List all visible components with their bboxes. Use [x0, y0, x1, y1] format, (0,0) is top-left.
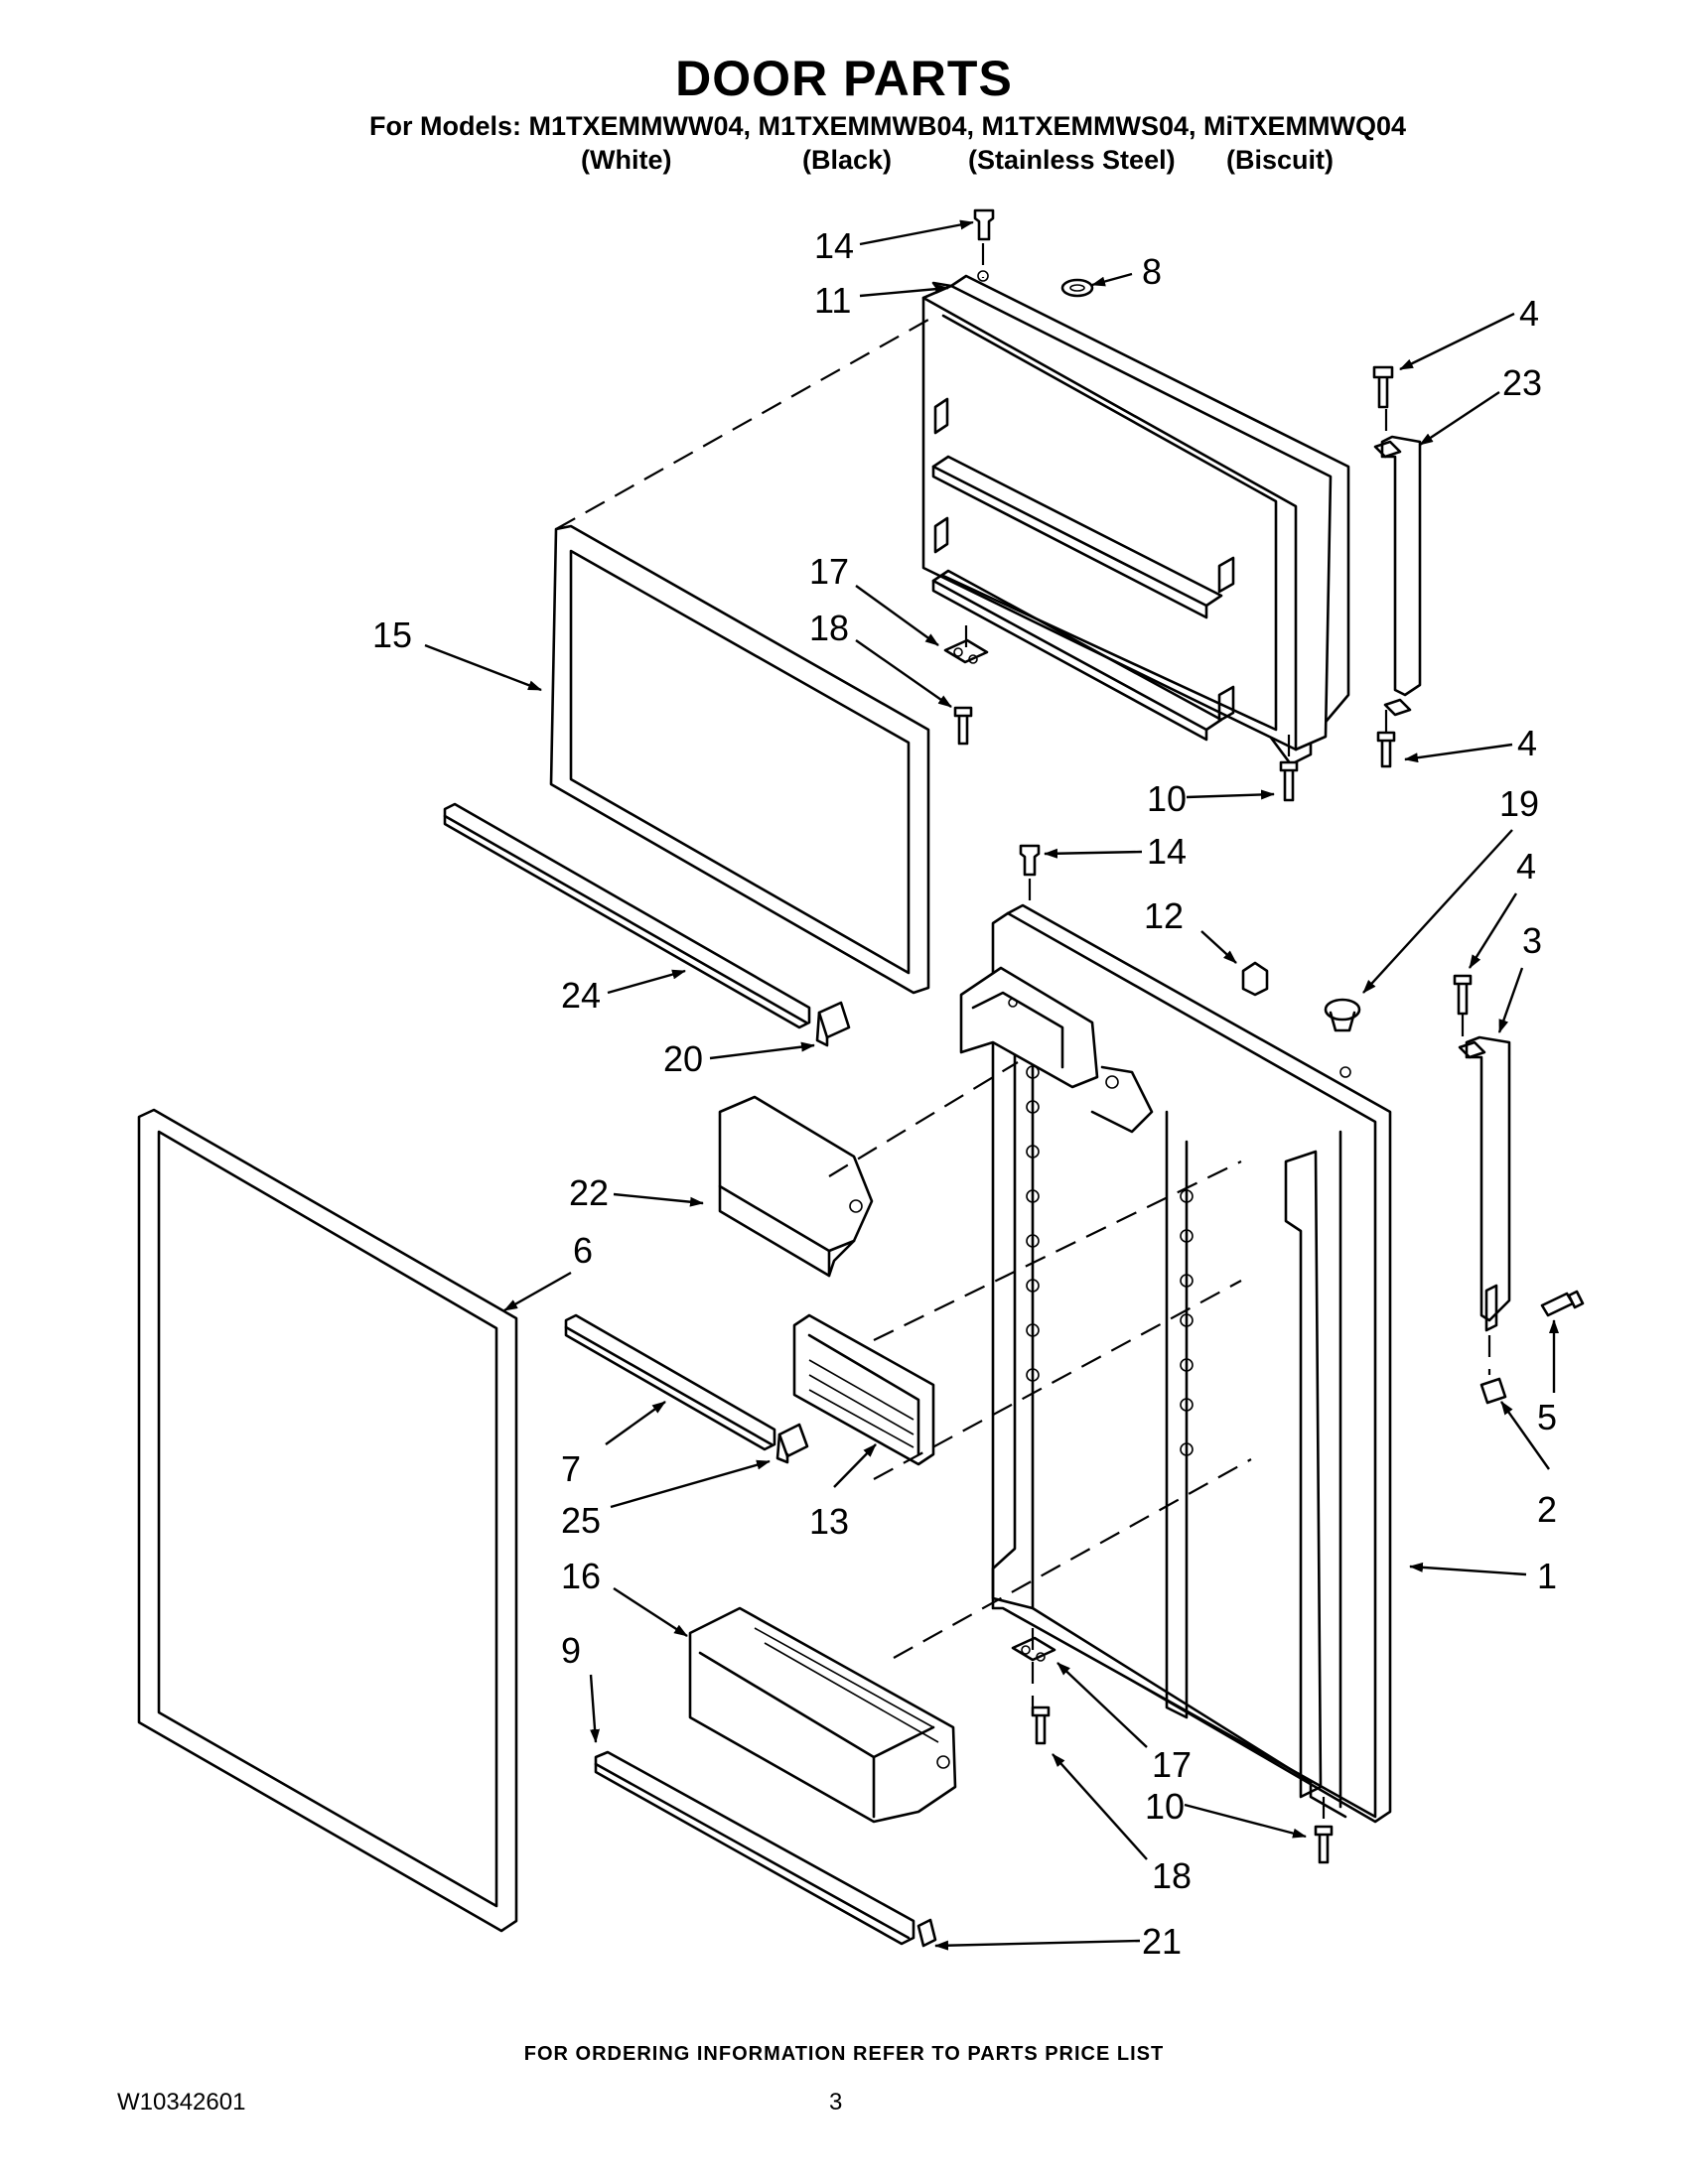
callout-7: 7 [561, 1448, 581, 1489]
callout-17-lower: 17 [1152, 1744, 1192, 1785]
callout-14-upper: 14 [814, 225, 854, 266]
callout-9: 9 [561, 1630, 581, 1671]
ordering-note: FOR ORDERING INFORMATION REFER TO PARTS … [523, 2043, 1165, 2065]
callout-6: 6 [573, 1230, 593, 1271]
models-line: For Models: M1TXEMMWW04, M1TXEMMWB04, M1… [369, 111, 1407, 141]
door-bin [688, 1606, 957, 1824]
callout-3: 3 [1522, 920, 1542, 961]
dairy-door [718, 1095, 874, 1278]
callout-16: 16 [561, 1556, 601, 1596]
callout-4-upper: 4 [1519, 293, 1539, 334]
fresh-food-door-gasket [137, 1108, 518, 1933]
callout-21: 21 [1142, 1921, 1182, 1962]
fresh-food-door-liner [959, 903, 1392, 1824]
callout-13: 13 [809, 1501, 849, 1542]
callout-22: 22 [569, 1172, 609, 1213]
callout-18-upper: 18 [809, 608, 849, 648]
upper-door-handle [1373, 435, 1422, 717]
callout-4-lower: 4 [1516, 846, 1536, 887]
callout-1: 1 [1537, 1556, 1557, 1596]
callout-20: 20 [663, 1038, 703, 1079]
door-shelf [792, 1313, 935, 1466]
callout-18-lower: 18 [1152, 1855, 1192, 1896]
freezer-door-liner [921, 270, 1350, 766]
variant-black: (Black) [802, 145, 893, 175]
bin-trim-lower [594, 1750, 915, 1946]
callout-19: 19 [1499, 783, 1539, 824]
callout-12: 12 [1144, 895, 1184, 936]
callout-11: 11 [814, 280, 851, 321]
freezer-shelf-trim [443, 802, 811, 1029]
variant-stainless-steel: (Stainless Steel) [968, 145, 1176, 175]
page-title: DOOR PARTS [675, 51, 1013, 106]
bin-trim-end-cap [775, 1423, 809, 1464]
callout-25: 25 [561, 1500, 601, 1541]
callout-2: 2 [1537, 1489, 1557, 1530]
page-number: 3 [829, 2089, 843, 2116]
callout-4-middle: 4 [1517, 723, 1537, 763]
bin-trim-upper [564, 1313, 776, 1451]
callout-10-lower: 10 [1145, 1786, 1185, 1827]
callout-8: 8 [1142, 251, 1162, 292]
freezer-trim-end-cap [815, 1001, 851, 1047]
freezer-door-gasket [549, 524, 930, 995]
callout-15: 15 [372, 614, 412, 655]
liner-shelf-pins [1026, 1065, 1194, 1456]
callout-5: 5 [1537, 1397, 1557, 1437]
variant-white: (White) [581, 145, 672, 175]
callout-numbers: 14 11 8 4 23 17 18 15 4 10 14 19 12 4 3 … [372, 225, 1557, 1962]
assembly-lines [555, 243, 1491, 1825]
bin-trim-lower-end-cap [916, 1918, 937, 1948]
callout-23: 23 [1502, 362, 1542, 403]
callout-14-middle: 14 [1147, 831, 1187, 872]
callout-24: 24 [561, 975, 601, 1016]
variant-biscuit: (Biscuit) [1226, 145, 1334, 175]
callout-leaders [424, 219, 1559, 1951]
lower-door-handle [1458, 1035, 1511, 1332]
callout-10-upper: 10 [1147, 778, 1187, 819]
callout-17-upper: 17 [809, 551, 849, 592]
screws-and-plugs [943, 208, 1585, 1864]
document-id: W10342601 [117, 2089, 246, 2116]
